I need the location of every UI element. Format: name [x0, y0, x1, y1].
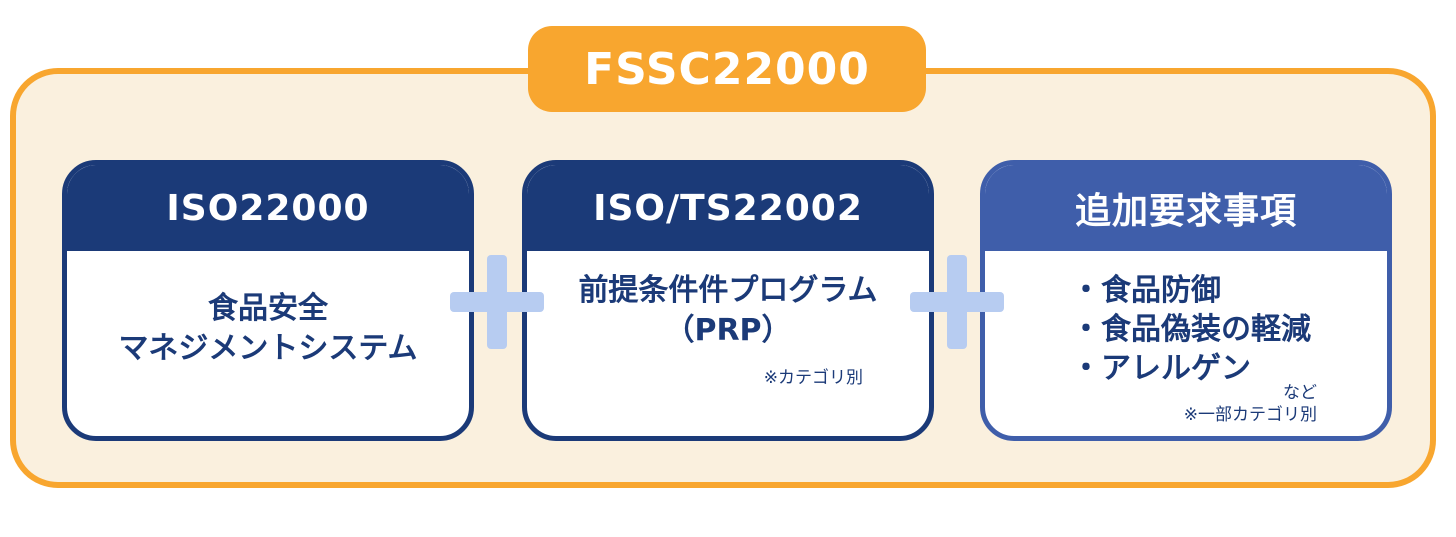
card-body: 食品安全 マネジメントシステム: [67, 251, 469, 436]
list-item: ・ アレルゲン: [1071, 349, 1311, 388]
card-text-block: 前提条件件プログラム （PRP）: [527, 271, 929, 351]
card-header: 追加要求事項: [985, 165, 1387, 251]
requirement-list: ・ 食品防御 ・ 食品偽装の軽減 ・ アレルゲン: [1071, 271, 1311, 388]
card-body: ・ 食品防御 ・ 食品偽装の軽減 ・ アレルゲン など ※一部カテゴリ別: [985, 251, 1387, 436]
card-line: （PRP）: [664, 313, 792, 348]
card-line: 前提条件件プログラム: [578, 273, 878, 308]
category-note: ※カテゴリ別: [763, 368, 863, 388]
title-text: FSSC22000: [584, 43, 870, 95]
category-note: ※一部カテゴリ別: [1183, 405, 1317, 425]
card-header-text: ISO/TS22002: [593, 187, 863, 229]
card-iso22000: ISO22000 食品安全 マネジメントシステム: [62, 160, 474, 441]
list-item-label: 食品偽装の軽減: [1101, 312, 1311, 347]
card-body: 前提条件件プログラム （PRP） ※カテゴリ別: [527, 251, 929, 436]
card-header: ISO/TS22002: [527, 165, 929, 251]
card-text-block: 食品安全 マネジメントシステム: [67, 289, 469, 369]
card-additional-requirements: 追加要求事項 ・ 食品防御 ・ 食品偽装の軽減 ・ アレルゲン など ※一部カテ…: [980, 160, 1392, 441]
list-item: ・ 食品偽装の軽減: [1071, 310, 1311, 349]
bullet-marker: ・: [1071, 273, 1101, 308]
plus-icon: [450, 255, 544, 349]
bullet-marker: ・: [1071, 351, 1101, 386]
title-badge: FSSC22000: [528, 26, 926, 112]
list-item-label: 食品防御: [1101, 273, 1221, 308]
card-iso-ts22002: ISO/TS22002 前提条件件プログラム （PRP） ※カテゴリ別: [522, 160, 934, 441]
etc-note: など: [1283, 383, 1317, 403]
plus-icon: [910, 255, 1004, 349]
list-item: ・ 食品防御: [1071, 271, 1311, 310]
card-header-text: ISO22000: [166, 187, 370, 229]
card-line: 食品安全: [208, 291, 328, 326]
card-header: ISO22000: [67, 165, 469, 251]
list-item-label: アレルゲン: [1101, 351, 1251, 386]
card-line: マネジメントシステム: [118, 331, 418, 366]
card-header-text: 追加要求事項: [1074, 191, 1297, 232]
bullet-marker: ・: [1071, 312, 1101, 347]
